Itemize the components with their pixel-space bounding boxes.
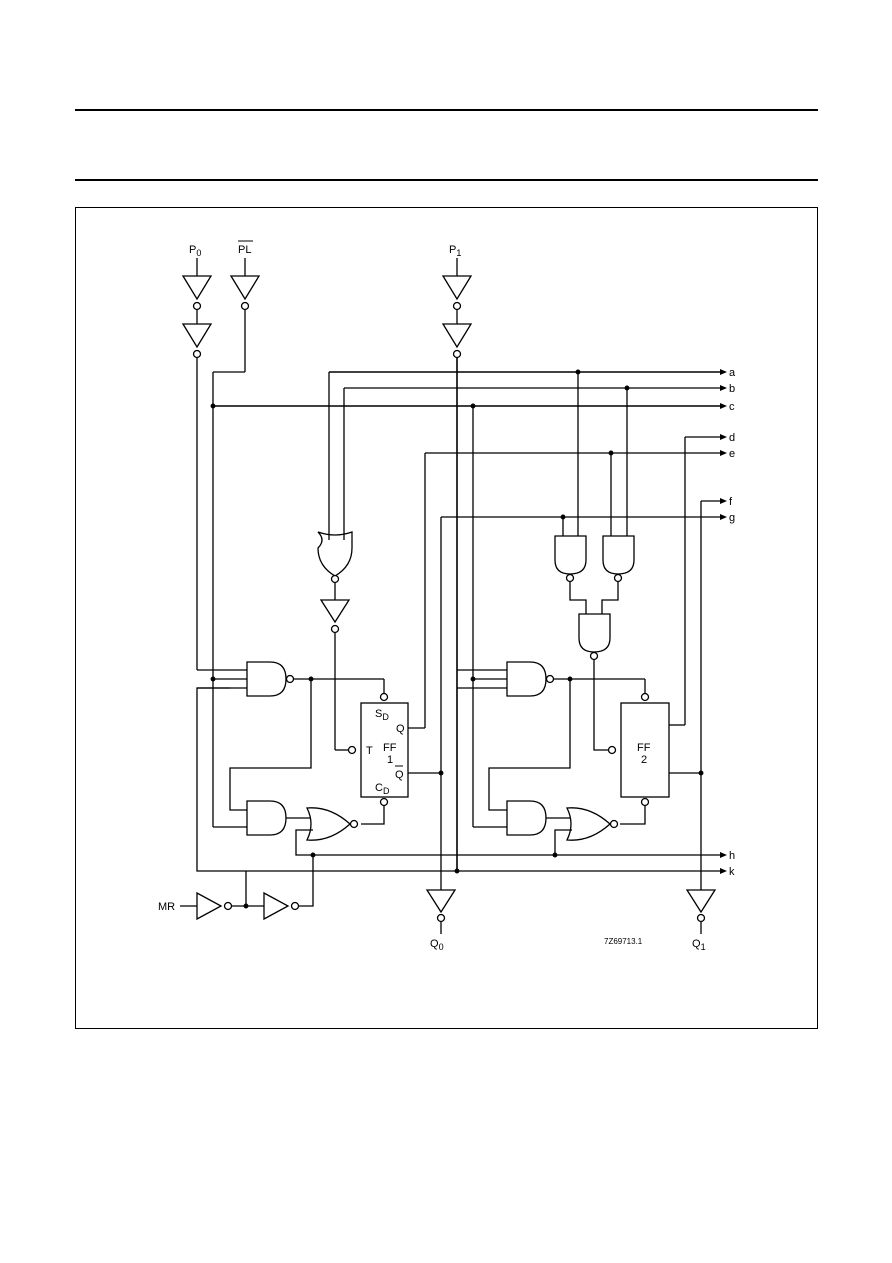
ff2-name-label: FF <box>637 742 651 754</box>
flip-flop-1 <box>360 702 409 798</box>
bus-label-d: d <box>729 432 735 444</box>
ff1-sd-label: SD <box>375 708 389 722</box>
nand-gate-ac <box>554 535 587 575</box>
bus-label-f: f <box>729 496 733 508</box>
nand-gate-bd <box>602 535 635 575</box>
q0-buffer <box>425 889 457 914</box>
p0-buffer-2 <box>181 323 213 349</box>
ff1-set-nand-gate <box>246 661 287 697</box>
nand-gate-combine <box>578 613 611 653</box>
bus-label-a: a <box>729 367 736 379</box>
bus-label-b: b <box>729 383 735 395</box>
input-pl-label: PL <box>238 244 251 256</box>
toggle-inverter <box>319 599 351 624</box>
second-rule <box>75 179 818 181</box>
ff1-number-label: 1 <box>387 754 393 766</box>
input-p1-label: P1 <box>449 244 461 258</box>
mr-inverter <box>263 891 290 921</box>
flip-flop-2 <box>620 702 670 798</box>
q1-buffer <box>685 889 717 914</box>
ff2-reset-nor-gate <box>565 807 611 841</box>
ff1-t-label: T <box>366 745 373 757</box>
mr-buffer <box>196 891 223 921</box>
bus-label-k: k <box>729 866 735 878</box>
ff1-cd-label: CD <box>375 782 390 796</box>
ff2-set-nand-gate <box>506 661 547 697</box>
ff1-q-label: Q <box>396 723 405 735</box>
bus-label-g: g <box>729 512 735 524</box>
output-q0-label: Q0 <box>430 938 444 952</box>
ff1-reset-nor-gate <box>305 807 351 841</box>
toggle-or-gate <box>317 531 353 577</box>
ff1-name-label: FF <box>383 742 397 754</box>
bus-label-h: h <box>729 850 735 862</box>
bus-label-c: c <box>729 401 735 413</box>
ff1-reset-and-gate <box>246 800 287 836</box>
diagram-frame <box>75 207 818 1029</box>
bus-label-e: e <box>729 448 735 460</box>
input-mr-label: MR <box>158 901 175 913</box>
ff2-number-label: 2 <box>641 754 647 766</box>
ff2-reset-and-gate <box>506 800 547 836</box>
input-p0-label: P0 <box>189 244 201 258</box>
p0-buffer-1 <box>181 275 213 301</box>
pl-buffer <box>229 275 261 301</box>
output-q1-label: Q1 <box>692 938 706 952</box>
p1-buffer-1 <box>441 275 473 301</box>
figure-code: 7Z69713.1 <box>604 937 643 946</box>
p1-buffer-2 <box>441 323 473 349</box>
ff1-qbar-label: Q <box>395 769 404 781</box>
top-rule <box>75 109 818 111</box>
